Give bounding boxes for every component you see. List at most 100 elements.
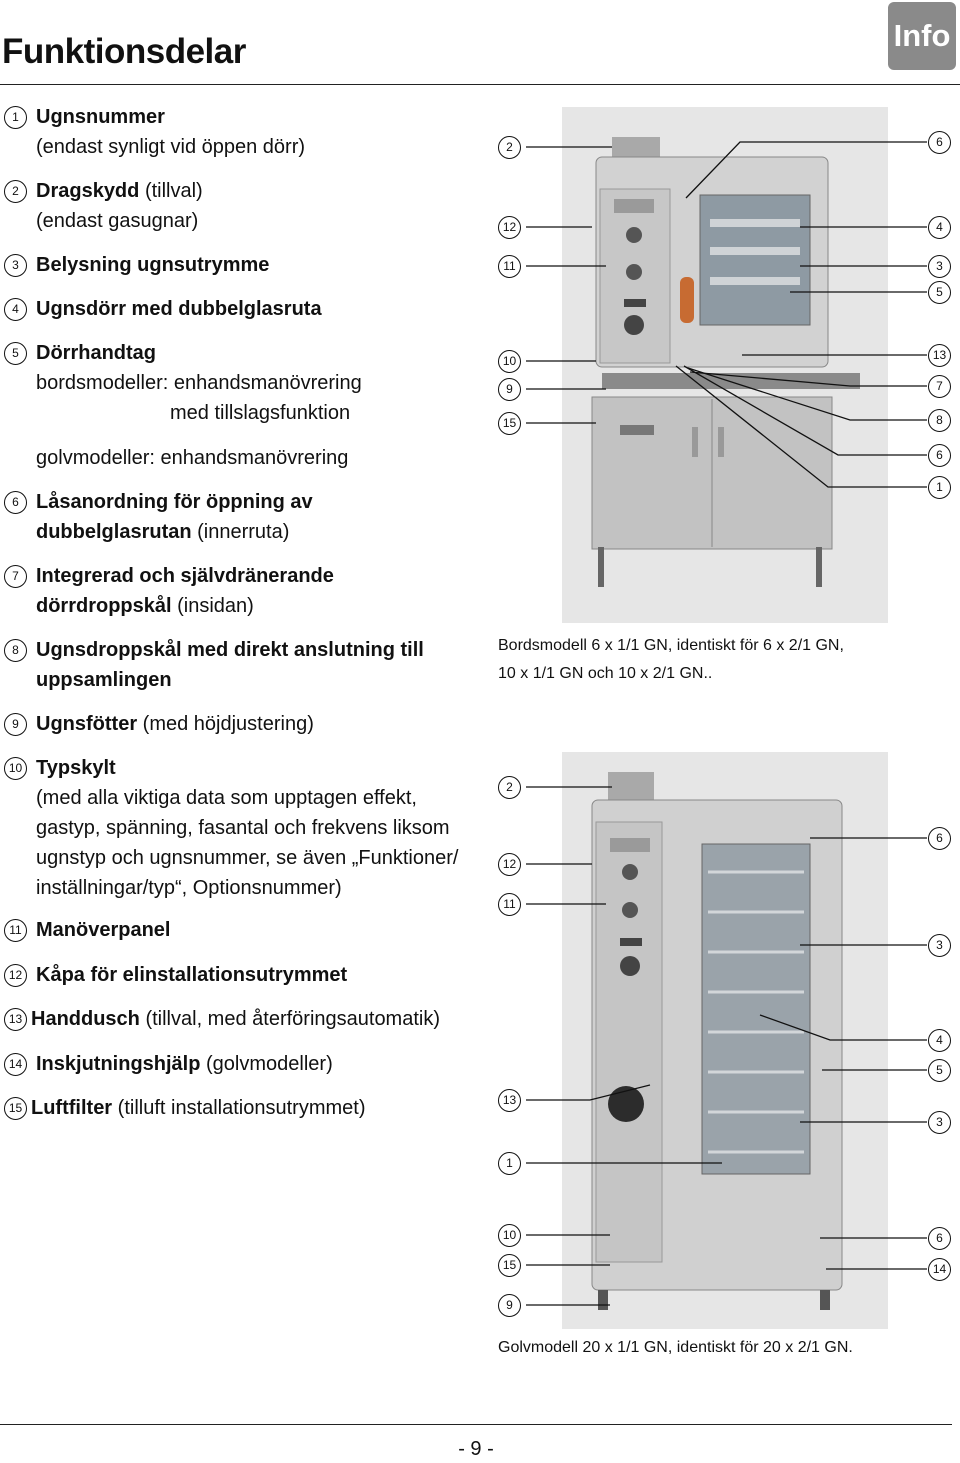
- item-description: (med alla viktiga data som upptagen effe…: [36, 787, 417, 809]
- item-label: Typskylt: [36, 757, 116, 779]
- item-text-line: Handdusch (tillval, med återföringsautom…: [31, 1004, 474, 1034]
- list-item: 3 Belysning ugnsutrymme: [4, 250, 474, 280]
- item-text-line: bordsmodeller: enhandsmanövrering: [36, 368, 474, 398]
- item-text-line: inställningar/typ“, Optionsnummer): [36, 873, 474, 903]
- callout-badge: 12: [498, 853, 521, 876]
- page-title: Funktionsdelar: [2, 32, 246, 71]
- oven-table-model-image: [562, 107, 888, 623]
- item-label: Handdusch: [31, 1008, 146, 1030]
- callout-badge: 3: [928, 934, 951, 957]
- item-description: bordsmodeller: enhandsmanövrering: [36, 372, 362, 394]
- callout-badge: 13: [928, 344, 951, 367]
- callout-badge: 4: [928, 1029, 951, 1052]
- callout-badge: 9: [498, 1294, 521, 1317]
- callout-badge: 11: [498, 255, 521, 278]
- callout-badge: 9: [498, 378, 521, 401]
- top-divider: [0, 84, 960, 85]
- item-text-line: med tillslagsfunktion: [36, 398, 474, 428]
- item-description: gastyp, spänning, fasantal och frekvens …: [36, 817, 450, 839]
- item-text-line: (endast gasugnar): [36, 206, 474, 236]
- callout-badge: 13: [498, 1089, 521, 1112]
- item-description: (tillval, med återföringsautomatik): [145, 1008, 441, 1030]
- item-description: golvmodeller: enhandsmanövrering: [36, 447, 349, 469]
- item-text-line: (endast synligt vid öppen dörr): [36, 132, 474, 162]
- callout-badge: 7: [928, 375, 951, 398]
- item-text-line: Integrerad och självdränerande: [36, 561, 474, 591]
- callout-badge: 1: [928, 476, 951, 499]
- callout-badge: 6: [928, 1227, 951, 1250]
- oven-floor-model-image: [562, 752, 888, 1329]
- caption-line: Golvmodell 20 x 1/1 GN, identiskt för 20…: [498, 1339, 853, 1356]
- item-description: (tillval): [144, 180, 203, 202]
- callout-badge: 3: [928, 1111, 951, 1134]
- list-item: 5 Dörrhandtag bordsmodeller: enhandsmanövr…: [4, 338, 474, 428]
- info-tab[interactable]: Info: [888, 2, 956, 70]
- item-label: Dragskydd: [36, 180, 145, 202]
- item-label: Integrerad och självdränerande: [36, 565, 334, 587]
- item-number-badge: 1: [4, 106, 27, 129]
- item-text-line: Dragskydd (tillval): [36, 176, 474, 206]
- item-text-line: dubbelglasrutan (innerruta): [36, 517, 474, 547]
- item-text-line: gastyp, spänning, fasantal och frekvens …: [36, 813, 474, 843]
- item-text-line: Luftfilter (tilluft installationsutrymme…: [31, 1093, 474, 1123]
- item-label: Luftfilter: [31, 1097, 118, 1119]
- bottom-divider: [0, 1424, 952, 1425]
- item-text-line: uppsamlingen: [36, 665, 474, 695]
- item-text-line: Ugnsdroppskål med direkt anslutning till: [36, 635, 474, 665]
- item-description: inställningar/typ“, Optionsnummer): [36, 877, 342, 899]
- table-model-caption: Bordsmodell 6 x 1/1 GN, identiskt för 6 …: [498, 632, 844, 688]
- callout-badge: 10: [498, 350, 521, 373]
- item-text-line: Typskylt: [36, 753, 474, 783]
- callout-badge: 15: [498, 1254, 521, 1277]
- item-number-badge: 5: [4, 342, 27, 365]
- caption-line: 10 x 1/1 GN och 10 x 2/1 GN..: [498, 665, 713, 682]
- callout-badge: 2: [498, 776, 521, 799]
- callout-badge: 12: [498, 216, 521, 239]
- item-label: Kåpa för elinstallationsutrymmet: [36, 964, 348, 986]
- item-label: Inskjutningshjälp: [36, 1053, 207, 1075]
- item-description: (insidan): [177, 595, 254, 617]
- item-text-line: Ugnsdörr med dubbelglasruta: [36, 294, 474, 324]
- item-description: (innerruta): [197, 521, 290, 543]
- item-number-badge: 9: [4, 713, 27, 736]
- item-text-line: (med alla viktiga data som upptagen effe…: [36, 783, 474, 813]
- list-item: 7 Integrerad och självdränerande dörrdropp…: [4, 561, 474, 621]
- item-description: med tillslagsfunktion: [170, 402, 351, 424]
- callout-badge: 11: [498, 893, 521, 916]
- item-number-badge: 7: [4, 565, 27, 588]
- callout-badge: 6: [928, 131, 951, 154]
- item-label: Ugnsdroppskål med direkt anslutning till: [36, 639, 424, 661]
- item-text-line: Belysning ugnsutrymme: [36, 250, 474, 280]
- caption-line: Bordsmodell 6 x 1/1 GN, identiskt för 6 …: [498, 637, 844, 654]
- item-text-line: Låsanordning för öppning av: [36, 487, 474, 517]
- item-number-badge: 3: [4, 254, 27, 277]
- item-number-badge: 14: [4, 1053, 27, 1076]
- floor-model-caption: Golvmodell 20 x 1/1 GN, identiskt för 20…: [498, 1334, 853, 1362]
- item-label: Ugnsdörr med dubbelglasruta: [36, 298, 322, 320]
- callout-badge: 5: [928, 281, 951, 304]
- item-description: (tilluft installationsutrymmet): [117, 1097, 366, 1119]
- item-description: (golvmodeller): [206, 1053, 333, 1075]
- item-text-line: Inskjutningshjälp (golvmodeller): [36, 1049, 474, 1079]
- item-text-line: dörrdroppskål (insidan): [36, 591, 474, 621]
- table-model-photo: [562, 107, 888, 623]
- item-text-line: Dörrhandtag: [36, 338, 474, 368]
- item-description: (endast gasugnar): [36, 210, 199, 232]
- item-text-line: Ugnsnummer: [36, 102, 474, 132]
- callout-badge: 6: [928, 444, 951, 467]
- item-text-line: golvmodeller: enhandsmanövrering: [36, 443, 474, 473]
- item-number-badge: 13: [4, 1008, 27, 1031]
- item-number-badge: 11: [4, 919, 27, 942]
- callout-badge: 3: [928, 255, 951, 278]
- callout-badge: 2: [498, 136, 521, 159]
- page-number: - 9 -: [458, 1438, 494, 1460]
